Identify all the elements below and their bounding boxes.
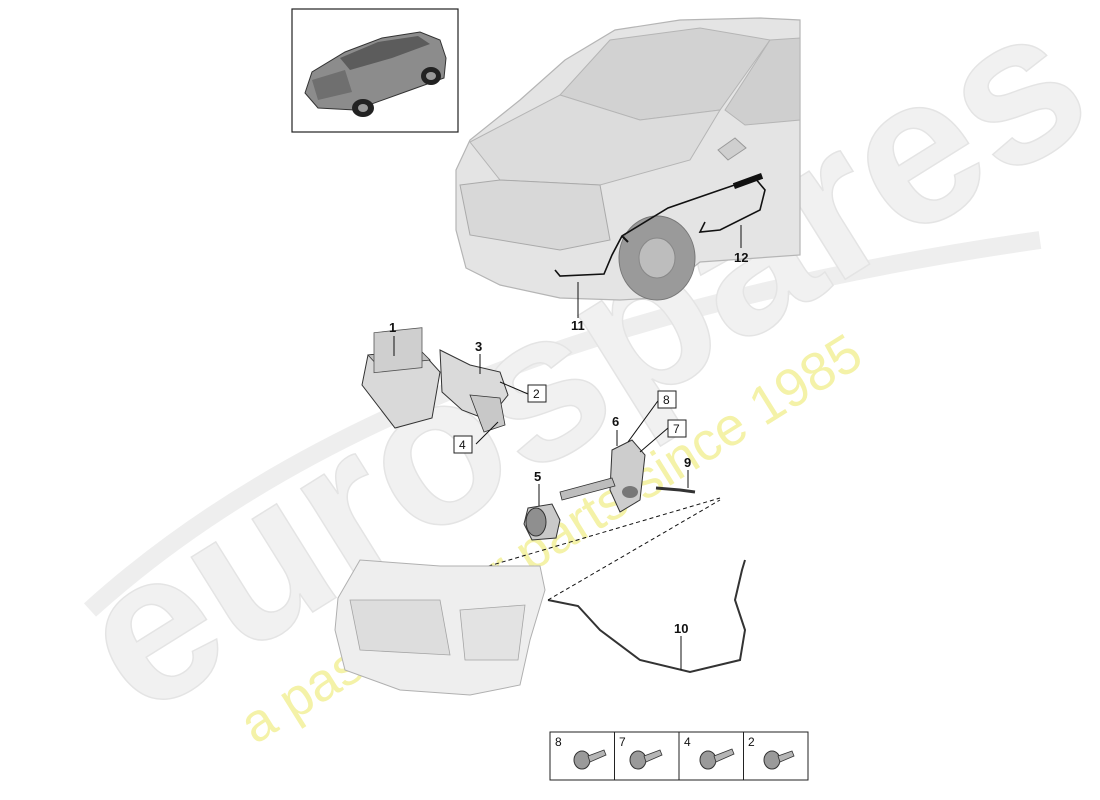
harness-11-12 (554, 177, 766, 277)
part-3-bracket[interactable] (439, 349, 509, 433)
side-sensor-12 (732, 173, 764, 189)
callout-labels: 1 3 5 6 9 10 11 12 (389, 250, 748, 636)
callout-11[interactable]: 11 (571, 318, 585, 333)
callout-6[interactable]: 6 (612, 414, 619, 429)
fastener-cell-label: 8 (555, 735, 562, 749)
part-6-holder[interactable] (559, 439, 646, 513)
callout-8: 8 (663, 393, 670, 407)
mirror (717, 137, 747, 161)
callout-box-2[interactable] (527, 384, 547, 403)
leader-dashed (447, 497, 721, 601)
callout-4: 4 (459, 438, 466, 452)
front-bumper-upper (459, 179, 611, 251)
part-1-control-unit[interactable] (361, 327, 441, 429)
callout-12[interactable]: 12 (734, 250, 748, 265)
callout-7: 7 (673, 422, 680, 436)
callout-9[interactable]: 9 (684, 455, 691, 470)
callout-box-4[interactable] (453, 435, 473, 454)
screw-icon[interactable] (699, 748, 735, 770)
side-window (724, 37, 801, 126)
screw-icon[interactable] (629, 749, 663, 770)
part-10-wiring-harness[interactable] (547, 559, 747, 674)
screw-icon[interactable] (763, 750, 795, 770)
boxed-callouts: 2 4 8 7 (453, 384, 687, 454)
leader-lines (393, 225, 742, 670)
vehicle-front-view (455, 17, 801, 301)
callout-2: 2 (533, 387, 540, 401)
callout-10[interactable]: 10 (674, 621, 688, 636)
thumbnail-car-icon (304, 31, 447, 117)
fastener-cell-label: 4 (684, 735, 691, 749)
part-9-connector[interactable] (655, 486, 696, 494)
vehicle-thumbnail (291, 8, 459, 133)
fastener-cell-label: 2 (748, 735, 755, 749)
fastener-table: 8 7 4 2 (549, 731, 809, 781)
callout-box-7[interactable] (667, 419, 687, 438)
front-wheel-hub (638, 237, 676, 279)
screw-icon[interactable] (573, 749, 607, 770)
front-bumper (334, 559, 546, 696)
callout-box-8[interactable] (657, 390, 677, 409)
callout-1[interactable]: 1 (389, 320, 396, 335)
part-5-sensor[interactable] (523, 503, 561, 541)
fastener-cell-label: 7 (619, 735, 626, 749)
callout-5[interactable]: 5 (534, 469, 541, 484)
callout-3[interactable]: 3 (475, 339, 482, 354)
